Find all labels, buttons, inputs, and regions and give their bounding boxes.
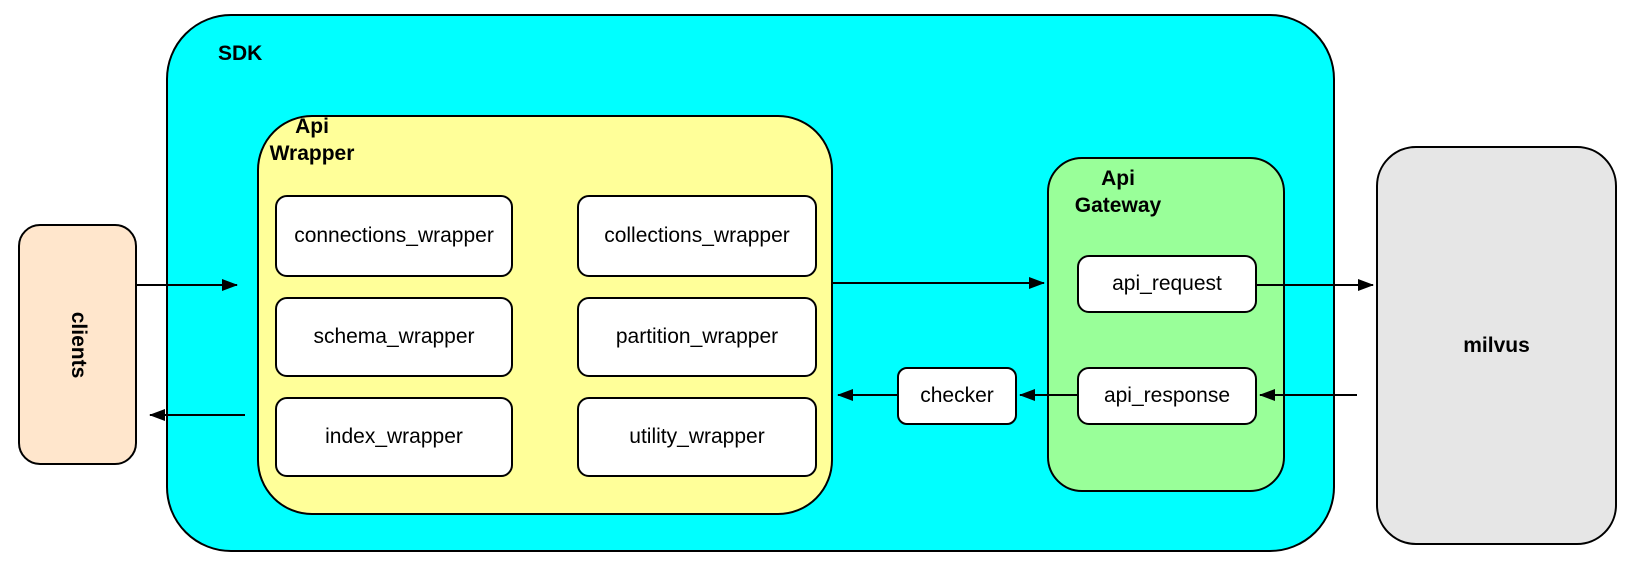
- api-gateway-label-line2: Gateway: [1074, 194, 1162, 217]
- connections-wrapper-node: connections_wrapper: [275, 195, 513, 277]
- api-request-node: api_request: [1077, 255, 1257, 313]
- api-gateway-container: [1047, 157, 1285, 492]
- clients-node: clients: [18, 224, 137, 465]
- sdk-label: SDK: [218, 42, 263, 65]
- collections-wrapper-node: collections_wrapper: [577, 195, 817, 277]
- partition-wrapper-node: partition_wrapper: [577, 297, 817, 377]
- index-wrapper-node: index_wrapper: [275, 397, 513, 477]
- milvus-label: milvus: [1463, 333, 1530, 357]
- api-gateway-label: Api Gateway: [1038, 165, 1198, 219]
- milvus-node: milvus: [1376, 146, 1617, 545]
- utility-wrapper-node: utility_wrapper: [577, 397, 817, 477]
- api-wrapper-label-line2: Wrapper: [269, 142, 355, 165]
- checker-node: checker: [897, 367, 1017, 425]
- api-response-node: api_response: [1077, 367, 1257, 425]
- api-wrapper-label: Api Wrapper: [232, 113, 392, 167]
- clients-label: clients: [66, 311, 90, 378]
- api-gateway-label-line1: Api: [1101, 167, 1135, 190]
- schema-wrapper-node: schema_wrapper: [275, 297, 513, 377]
- api-wrapper-label-line1: Api: [295, 115, 329, 138]
